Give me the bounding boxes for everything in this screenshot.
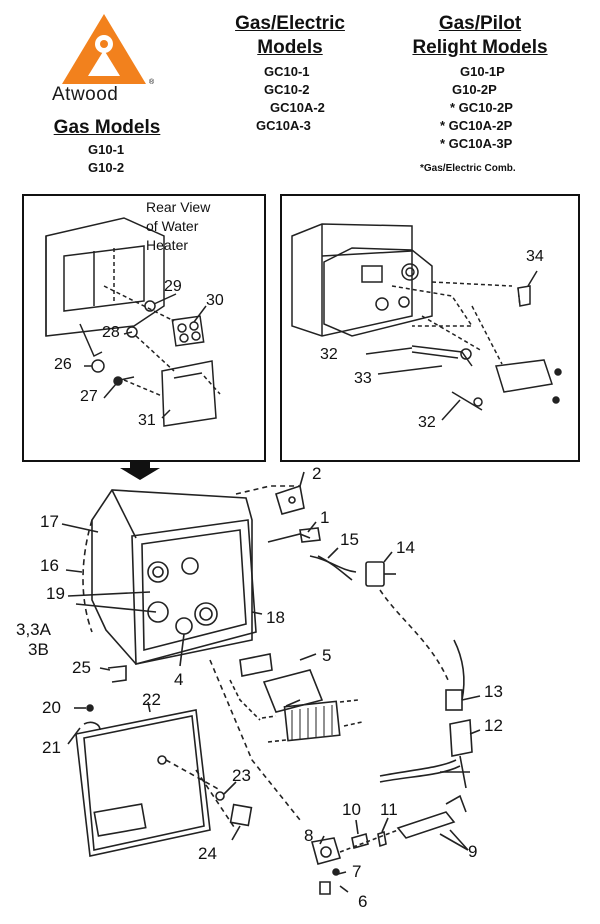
- callout-33: 33: [354, 370, 372, 387]
- rear-view-drawing: [45, 217, 221, 427]
- gas-pilot-title-line2: Relight Models: [412, 37, 548, 58]
- callout-31: 31: [138, 412, 156, 429]
- callout-16: 16: [40, 556, 59, 575]
- callout-25: 25: [72, 658, 91, 677]
- model-item: GC10A-2: [270, 100, 325, 115]
- callout-26: 26: [54, 356, 72, 373]
- callout-1: 1: [320, 508, 330, 527]
- callout-23: 23: [232, 766, 251, 785]
- callout-13: 13: [484, 682, 503, 701]
- callout-7: 7: [352, 862, 362, 881]
- callout-5: 5: [322, 646, 332, 665]
- callout-2: 2: [312, 464, 322, 483]
- callout-14: 14: [396, 538, 415, 557]
- left-inset-box: Rear View of Water Heater 29 30 28 26 27…: [22, 194, 266, 462]
- gas-models-title: Gas Models: [53, 117, 161, 138]
- gas-electric-title-line2: Models: [257, 37, 323, 58]
- model-item: GC10A-3: [256, 118, 311, 133]
- model-item: GC10-2: [264, 82, 310, 97]
- gas-pilot-models-list: G10-1P G10-2P * GC10-2P * GC10A-2P * GC1…: [440, 63, 513, 153]
- callout-12: 12: [484, 716, 503, 735]
- rear-view-label: Rear View of Water Heater: [146, 198, 210, 255]
- model-item: * GC10A-2P: [440, 118, 513, 133]
- rear-view-label-line2: of Water: [146, 218, 199, 234]
- model-item: G10-2P: [452, 82, 497, 97]
- callout-29: 29: [164, 278, 182, 295]
- gas-electric-title-line1: Gas/Electric: [235, 13, 345, 34]
- callout-27: 27: [80, 388, 98, 405]
- rear-view-label-line3: Heater: [146, 237, 189, 253]
- callout-34: 34: [526, 248, 544, 265]
- gas-pilot-footnote: *Gas/Electric Comb.: [420, 163, 516, 174]
- atwood-logo: ® Atwood: [46, 10, 166, 106]
- callout-30: 30: [206, 292, 224, 309]
- gas-models-list: G10-1 G10-2: [88, 141, 124, 177]
- logo-triangle-icon: ®: [62, 14, 155, 86]
- callout-21: 21: [42, 738, 61, 757]
- callout-3b: 3B: [28, 640, 49, 659]
- callout-32-upper: 32: [320, 346, 338, 363]
- gas-electric-models-list: GC10-1 GC10-2 GC10A-2 GC10A-3: [256, 63, 325, 135]
- callout-15: 15: [340, 530, 359, 549]
- callout-8: 8: [304, 826, 314, 845]
- callout-24: 24: [198, 844, 217, 863]
- rear-view-label-line1: Rear View: [146, 199, 211, 215]
- model-item: G10-2: [88, 160, 125, 175]
- callout-11: 11: [380, 800, 398, 819]
- callout-32-lower: 32: [418, 414, 436, 431]
- model-item: * GC10-2P: [450, 100, 513, 115]
- callout-3-3a: 3,3A: [16, 620, 51, 639]
- model-item: G10-1: [88, 142, 125, 157]
- gas-pilot-title-line1: Gas/Pilot: [438, 13, 522, 34]
- callout-17: 17: [40, 512, 59, 531]
- callout-18: 18: [266, 608, 285, 627]
- callout-6: 6: [358, 892, 368, 911]
- callout-22: 22: [142, 690, 161, 709]
- model-item: * GC10A-3P: [440, 136, 513, 151]
- callout-20: 20: [42, 698, 61, 717]
- callout-4: 4: [174, 670, 184, 689]
- model-item: G10-1P: [460, 64, 505, 79]
- brand-name: Atwood: [52, 84, 119, 105]
- right-inset-box: 34 32 33 32: [280, 194, 580, 462]
- callout-19: 19: [46, 584, 65, 603]
- svg-text:®: ®: [149, 78, 155, 86]
- pilot-relight-drawing: [291, 223, 562, 421]
- callout-9: 9: [468, 842, 478, 861]
- callout-10: 10: [342, 800, 361, 819]
- callout-28: 28: [102, 324, 120, 341]
- model-item: GC10-1: [264, 64, 310, 79]
